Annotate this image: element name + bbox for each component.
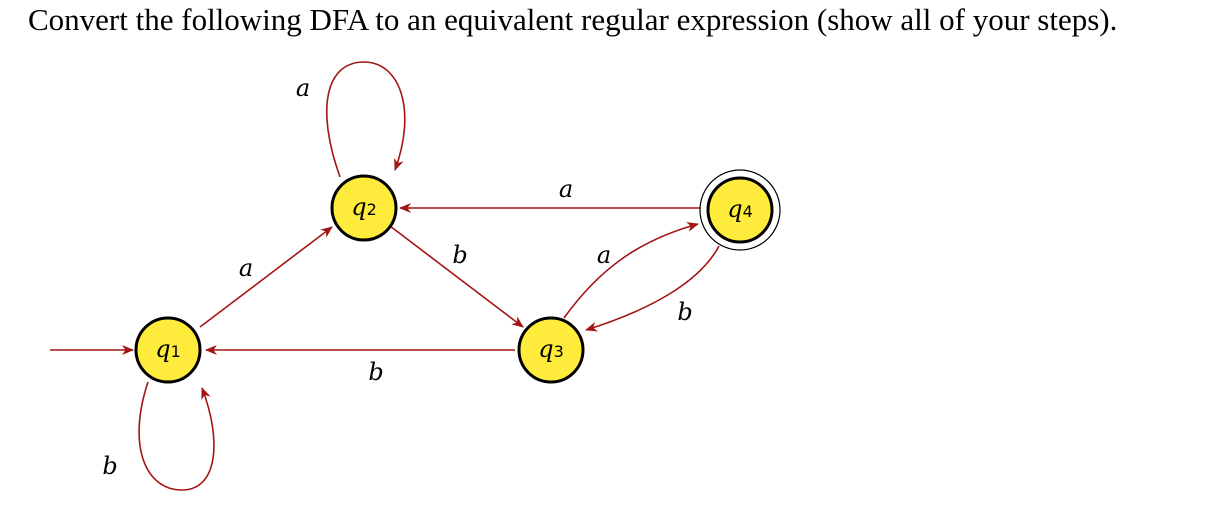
state-q3: q3 [517, 316, 585, 384]
state-q4-label: q4 [727, 195, 753, 223]
edge-label-q4-q2: a [559, 175, 573, 203]
state-q3-label: q3 [538, 335, 564, 363]
state-q2-sub: 2 [367, 200, 377, 219]
edge-q2-q3-b [389, 225, 524, 328]
edge-q2-q2-a [325, 61, 406, 178]
state-q1-circle [134, 316, 202, 384]
edge-label-q2-q2: a [296, 74, 310, 102]
edge-label-q4-q3: b [677, 298, 692, 326]
state-q1-base: q [155, 335, 170, 363]
state-q1: q1 [134, 316, 202, 384]
edge-q4-q3-b [585, 245, 720, 332]
state-q4: q4 [699, 169, 781, 251]
state-q2-label: q2 [351, 193, 377, 221]
state-q1-label: q1 [155, 335, 181, 363]
edge-label-q3-q4: a [597, 241, 611, 269]
edge-q1-q1-b [138, 381, 215, 491]
state-q1-sub: 1 [171, 342, 181, 361]
edge-label-q2-q3: b [452, 241, 467, 269]
edge-labels: b a a b b a a b [102, 74, 692, 480]
state-q2: q2 [330, 174, 398, 242]
edges [50, 61, 720, 491]
state-q3-base: q [538, 335, 553, 363]
state-q3-circle [517, 316, 585, 384]
state-q4-circle [706, 176, 774, 244]
edge-label-q1-q2: a [239, 254, 253, 282]
state-q3-sub: 3 [554, 342, 564, 361]
state-q4-base: q [727, 195, 742, 223]
edge-q1-q2-a [199, 226, 333, 328]
state-q2-circle [330, 174, 398, 242]
state-q4-sub: 4 [743, 202, 753, 221]
edge-label-q1-q1: b [102, 452, 117, 480]
edge-q3-q4-a [563, 222, 699, 319]
edge-label-q3-q1: b [368, 358, 383, 386]
state-q2-base: q [351, 193, 366, 221]
question-text: Convert the following DFA to an equivale… [28, 2, 1118, 37]
